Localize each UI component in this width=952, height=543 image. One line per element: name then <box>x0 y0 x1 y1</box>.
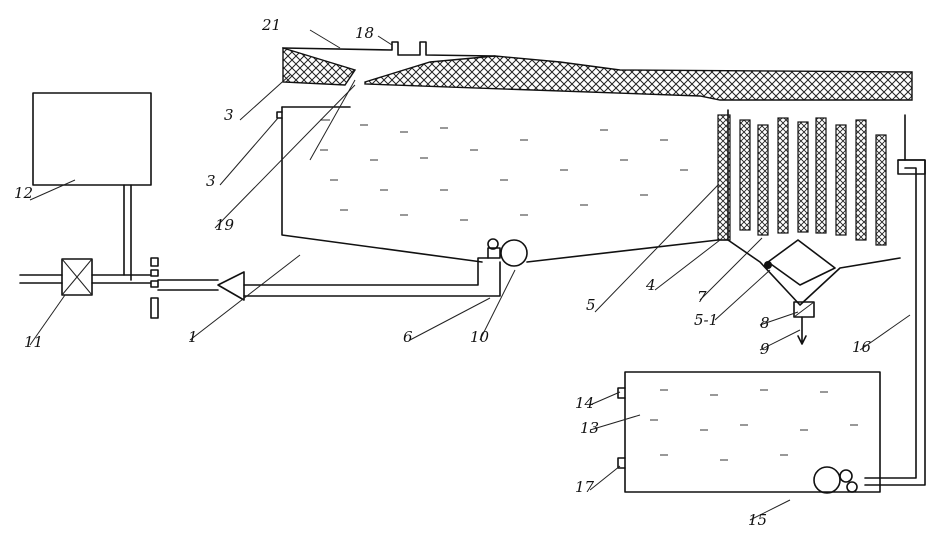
pipe-16 <box>864 159 926 486</box>
label-7: 7 <box>697 288 707 306</box>
junction-5-1 <box>764 261 772 269</box>
label-5: 5 <box>586 296 596 314</box>
label-6: 6 <box>403 328 413 346</box>
label-14: 14 <box>575 394 594 412</box>
label-15: 15 <box>748 511 767 529</box>
tank-outlet-pipe <box>123 184 132 281</box>
water-surface-marks <box>320 119 688 221</box>
pipe-coupling <box>150 257 159 319</box>
label-21: 21 <box>261 16 281 34</box>
valve-11-cross <box>61 258 93 296</box>
label-18: 18 <box>355 24 374 42</box>
label-12: 12 <box>14 184 33 202</box>
sludge-valve-8-cross <box>793 301 815 318</box>
label-5-1: 5-1 <box>694 311 718 329</box>
label-13: 13 <box>580 419 599 437</box>
leader-lines <box>29 29 911 521</box>
port-14 <box>617 387 626 399</box>
drain-9-arrow <box>797 316 807 345</box>
cover-long-hatched <box>364 55 913 101</box>
pipe-16-cap <box>897 159 926 175</box>
lower-water-marks <box>650 389 858 461</box>
label-8: 8 <box>760 314 770 332</box>
pump-15 <box>813 466 858 494</box>
return-pipe-6 <box>243 257 501 297</box>
hopper-diamond <box>767 239 836 286</box>
label-3-lower: 3 <box>206 172 216 190</box>
label-1: 1 <box>188 328 198 346</box>
check-valve <box>217 271 245 301</box>
upper-tank <box>32 92 152 186</box>
inlet-pipe <box>19 274 63 284</box>
label-4: 4 <box>645 276 656 294</box>
lower-tank <box>624 371 881 493</box>
label-16: 16 <box>852 338 872 356</box>
label-3-top: 3 <box>224 106 234 124</box>
cover-block-left <box>282 47 357 86</box>
pump-10 <box>487 238 528 267</box>
clarifier-baffles <box>717 114 887 246</box>
sludge-valve-8 <box>793 301 815 318</box>
label-9: 9 <box>760 340 770 358</box>
outlet-3 <box>276 111 283 119</box>
pipe-to-check-valve <box>157 279 219 291</box>
valve-11 <box>61 258 93 296</box>
rod-18 <box>282 41 496 57</box>
label-11: 11 <box>24 333 43 351</box>
label-19: 19 <box>215 216 235 234</box>
settling-tank <box>281 106 729 263</box>
port-17 <box>617 457 626 469</box>
pipe-to-coupling <box>91 274 151 284</box>
clarifier-walls <box>727 114 906 306</box>
label-10: 10 <box>470 328 490 346</box>
label-17: 17 <box>575 478 595 496</box>
